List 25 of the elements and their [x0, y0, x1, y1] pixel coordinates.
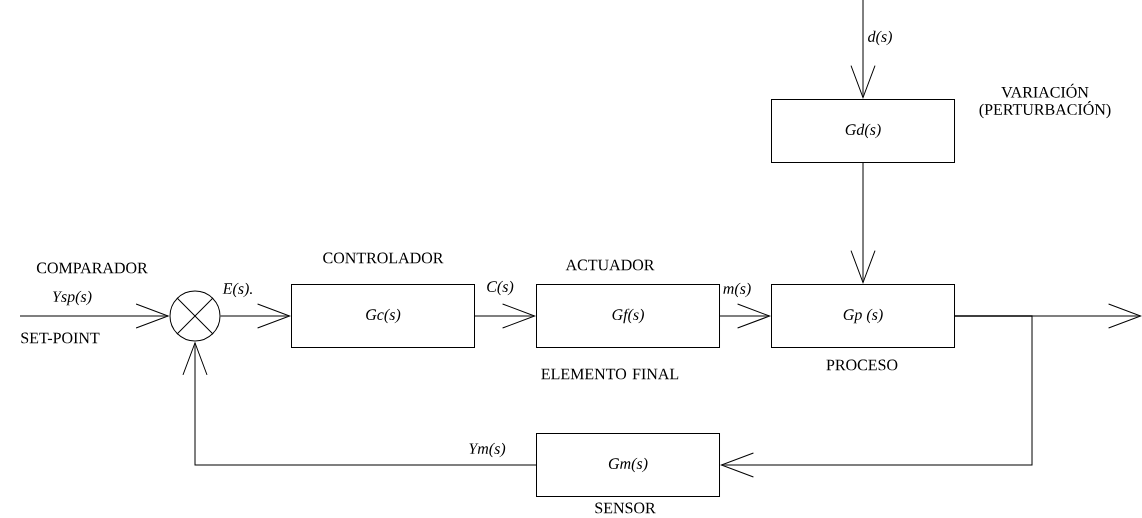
arrow	[19, 303, 169, 329]
arrow	[720, 315, 1033, 478]
block-caption: ELEMENTO FINAL	[541, 368, 679, 380]
arrow	[182, 342, 537, 466]
block-box: Gc(s)	[291, 284, 475, 348]
arrow	[850, 162, 876, 284]
block-box: Gf(s)	[536, 284, 720, 348]
block-caption: ACTUADOR	[565, 259, 655, 271]
arrow	[850, 0, 876, 99]
signal-label: Ysp(s)	[52, 290, 92, 306]
block-caption: COMPARADOR	[36, 262, 148, 274]
signal-label: C(s)	[487, 280, 514, 296]
block-box: Gd(s)	[771, 99, 955, 163]
signal-label: E(s).	[222, 282, 252, 298]
signal-label: m(s)	[723, 282, 751, 298]
block-caption: CONTROLADOR	[323, 252, 444, 264]
signal-name: SET-POINT	[21, 332, 100, 344]
arrow	[220, 303, 291, 329]
block-caption: VARIACIÓN (PERTURBACIÓN)	[979, 83, 1111, 119]
signal-label: d(s)	[868, 30, 892, 46]
signal-label: Ym(s)	[469, 442, 506, 458]
block-caption: SENSOR	[595, 502, 656, 514]
block-box: Gm(s)	[536, 433, 720, 497]
block-box: Gp (s)	[771, 284, 955, 348]
block-caption: PROCESO	[826, 359, 898, 371]
